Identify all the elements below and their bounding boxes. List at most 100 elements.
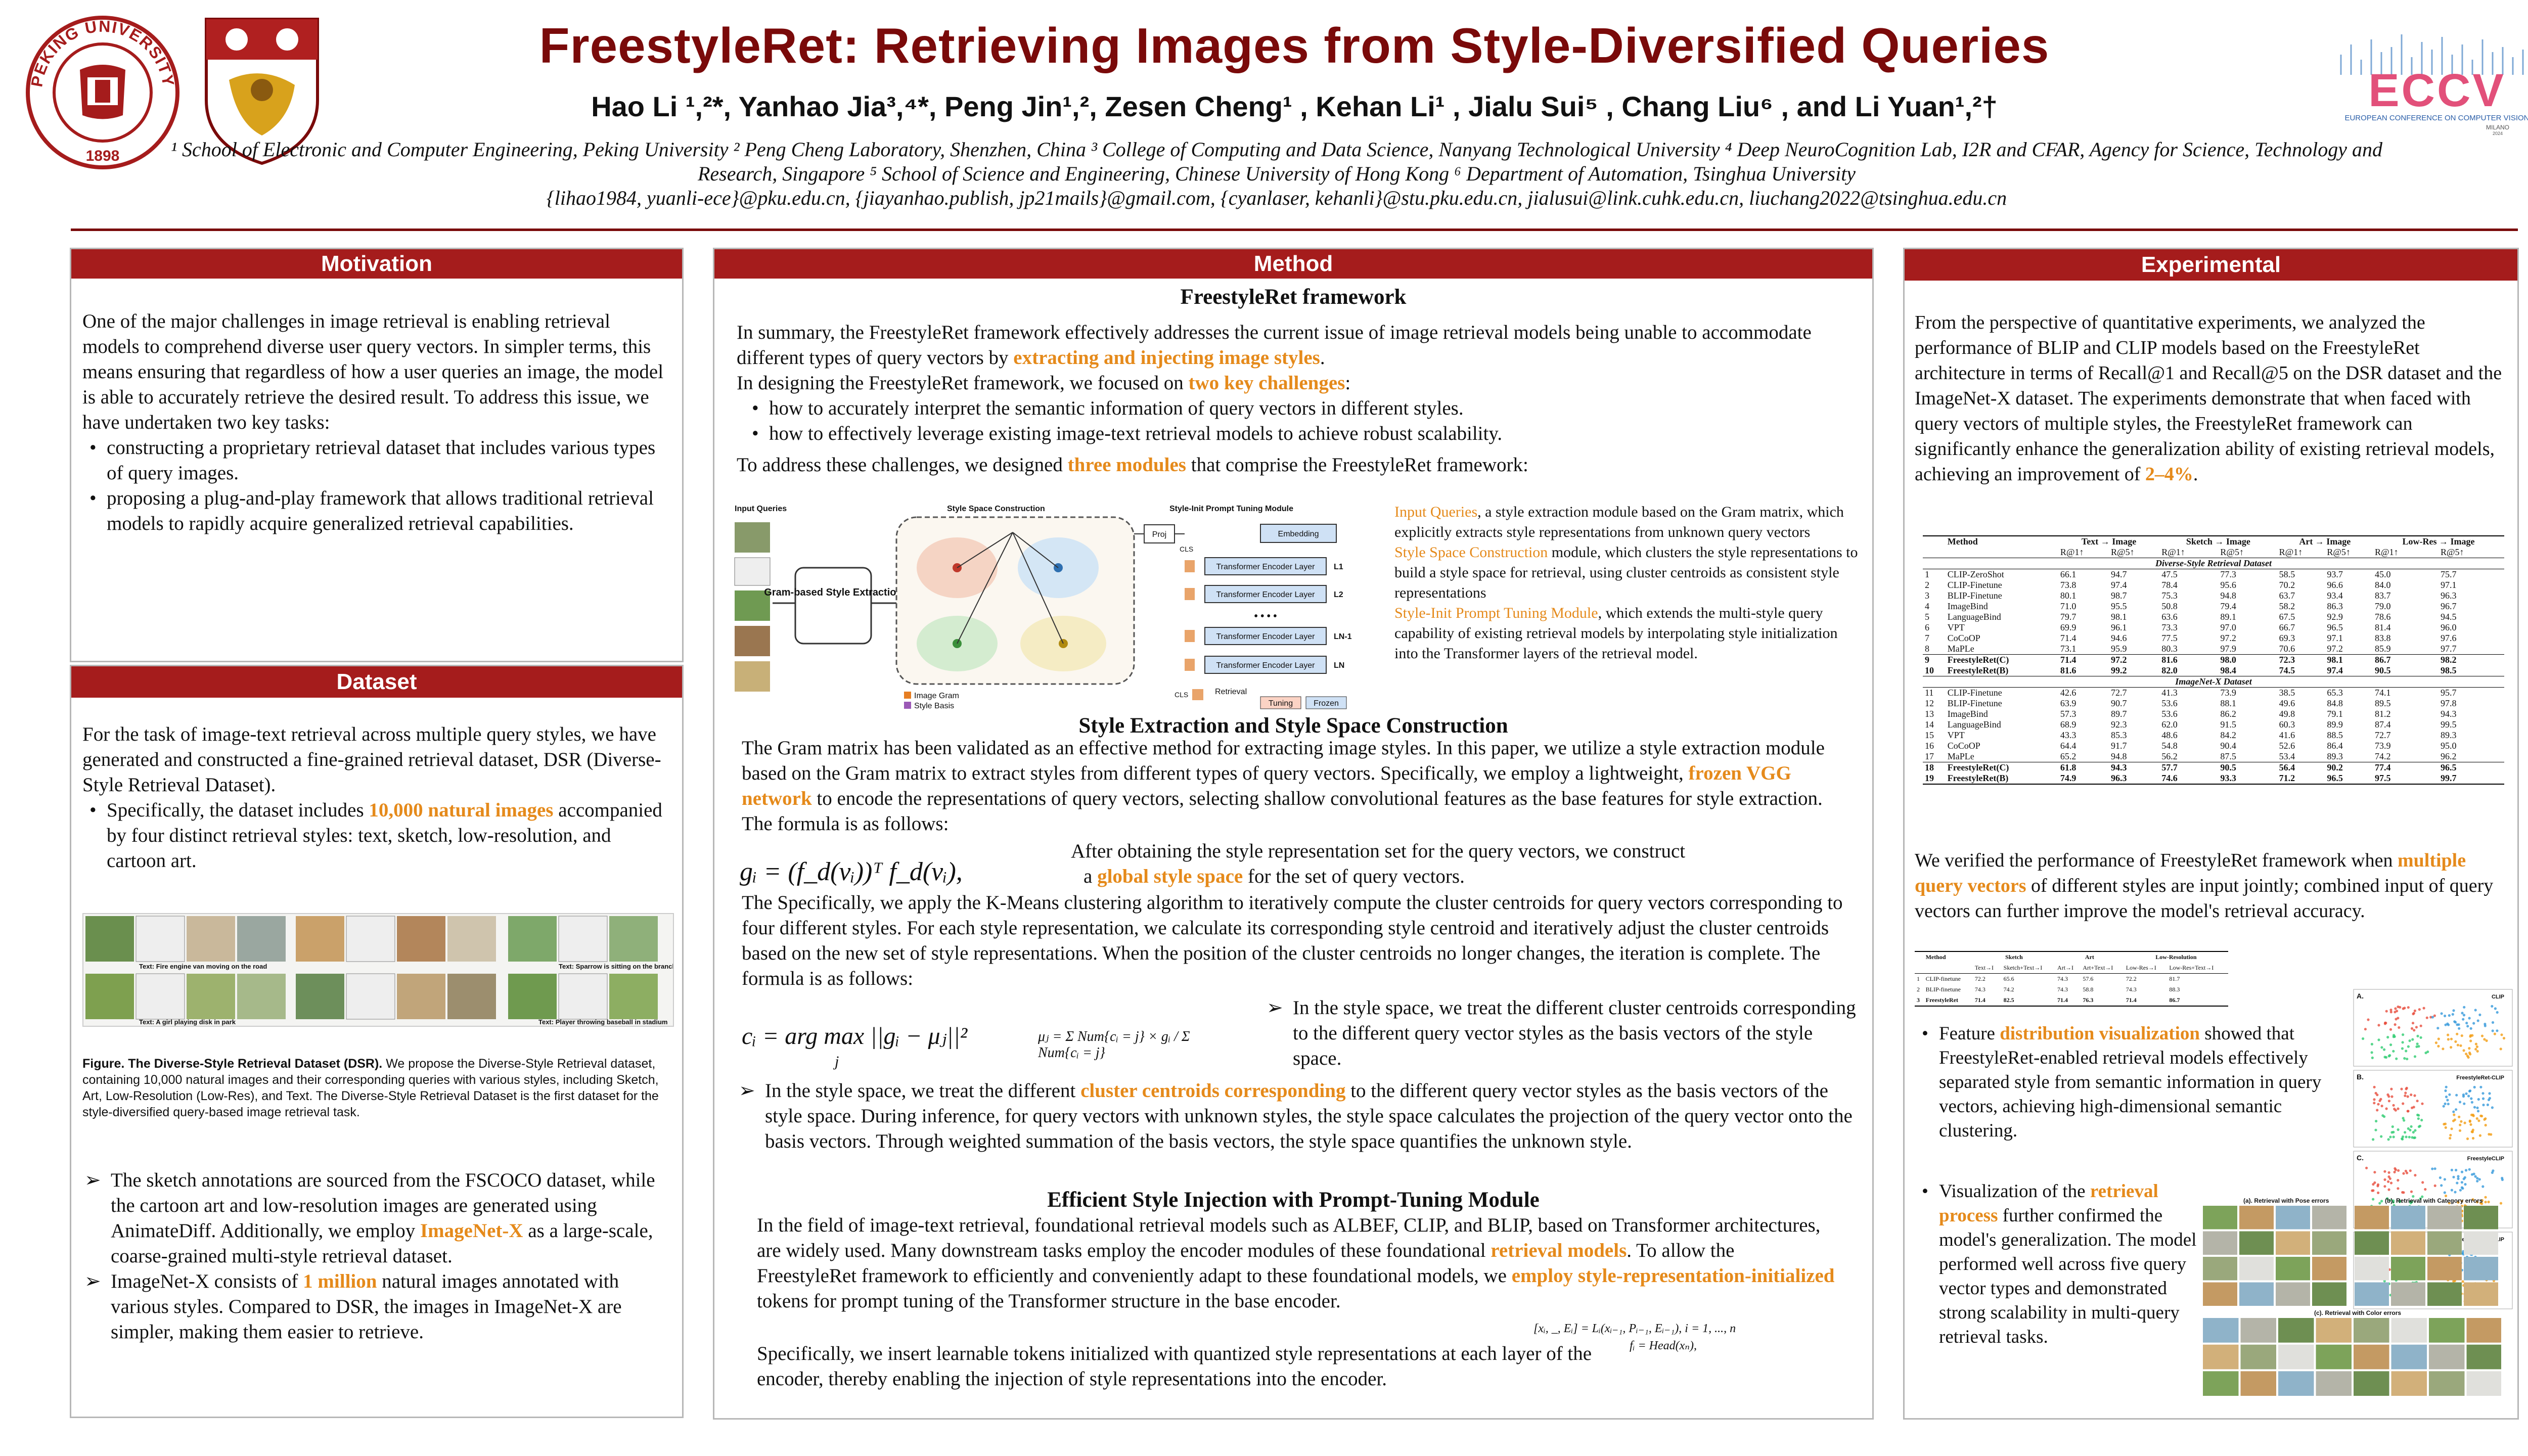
dataset-heading: Dataset (71, 666, 682, 698)
dataset-bullet: Specifically, the dataset includes 10,00… (89, 798, 674, 874)
tsne-point (2460, 1181, 2463, 1184)
tsne-point (2407, 1110, 2410, 1113)
table-cell: 57.7 (2161, 762, 2178, 772)
experimental-intro: From the perspective of quantitative exp… (1915, 310, 2511, 487)
t2-subcol: Sketch+Text→I (2003, 964, 2043, 971)
table-cell: 84.0 (2375, 580, 2391, 590)
tsne-point (2444, 1023, 2447, 1026)
tsne-point (2478, 1134, 2481, 1137)
tsne-point (2416, 1100, 2419, 1103)
table-cell: 74.9 (2060, 773, 2076, 783)
tsne-point (2395, 1018, 2398, 1021)
table-cell: 52.6 (2279, 741, 2295, 751)
table-cell: ImageBind (1947, 601, 1988, 611)
module-2-name: Style Space Construction (1394, 544, 1548, 561)
ret-title-b: (b). Retrieval with Category errors (2385, 1197, 2483, 1204)
fig-cls-bottom: CLS (1175, 691, 1188, 699)
tsne-point (2405, 1050, 2408, 1053)
tsne-point (2372, 1138, 2375, 1141)
t1-metric: R@1↑ (2375, 547, 2399, 557)
table-cell: 98.1 (2111, 612, 2127, 622)
inference-item: In the style space, we treat the differe… (739, 1078, 1854, 1154)
table-cell: 45.0 (2375, 569, 2391, 579)
tsne-point (2421, 1195, 2424, 1198)
tsne-point (2484, 1124, 2487, 1127)
retrieval-thumbnail (2203, 1318, 2239, 1343)
table-cell: 77.3 (2220, 569, 2236, 579)
tsne-point (2470, 1130, 2473, 1133)
tsne-panel-label: B. (2357, 1073, 2364, 1081)
table-cell: 90.5 (2220, 762, 2236, 772)
retrieval-thumbnail (2355, 1231, 2389, 1255)
multi-query-text: We verified the performance of Freestyle… (1915, 848, 2511, 924)
t1-group-header: Text → Image (2081, 536, 2137, 547)
tsne-point (2408, 1039, 2411, 1042)
table-cell: FreestyleRet(C) (1947, 655, 2009, 665)
tsne-point (2420, 1119, 2423, 1122)
table-cell: 74.2 (2375, 751, 2391, 761)
tsne-point (2401, 1191, 2404, 1194)
tsne-point (2387, 1175, 2390, 1178)
tsne-point (2378, 1202, 2381, 1205)
tsne-point (2415, 1026, 2418, 1029)
framework-figure: Input Queries Style Space Construction S… (730, 502, 1387, 712)
table-cell: 69.3 (2279, 633, 2295, 643)
tsne-point (2443, 1191, 2446, 1194)
fig-label-sipt: Style-Init Prompt Tuning Module (1169, 505, 1293, 513)
tsne-point (2402, 1102, 2405, 1105)
tsne-point (2429, 1016, 2432, 1019)
table-cell: BLIP-finetune (1925, 986, 1961, 993)
tsne-point (2406, 1171, 2409, 1174)
module-3-desc: Style-Init Prompt Tuning Module, which e… (1394, 603, 1860, 664)
tsne-point (2455, 1108, 2458, 1111)
tsne-point (2466, 1137, 2469, 1141)
exp-b1-highlight: distribution visualization (2000, 1023, 2200, 1044)
tsne-point (2472, 1172, 2475, 1175)
tsne-point (2377, 1024, 2380, 1027)
fig-label-ssc: Style Space Construction (947, 505, 1045, 513)
p5b-highlight: global style space (1097, 866, 1243, 887)
table-cell: 78.6 (2375, 612, 2391, 622)
tsne-point (2394, 1168, 2397, 1171)
table-cell: 92.9 (2327, 612, 2343, 622)
table-cell: 97.0 (2220, 622, 2236, 632)
tsne-point (2413, 1029, 2416, 1032)
tsne-point (2389, 1028, 2392, 1031)
retrieval-thumbnail (2391, 1318, 2427, 1343)
tsne-point (2433, 1184, 2436, 1187)
table-cell: 41.6 (2279, 730, 2295, 740)
tsne-point (2424, 1188, 2427, 1191)
table-cell: 3 (1925, 590, 1929, 601)
table-cell: BLIP-Finetune (1947, 698, 2002, 708)
prompt-tuning-text: In the field of image-text retrieval, fo… (757, 1213, 1839, 1314)
challenge-1: how to accurately interpret the semantic… (752, 396, 1859, 421)
table-cell: CLIP-ZeroShot (1947, 569, 2004, 579)
tsne-point (2488, 1097, 2491, 1100)
tsne-point (2491, 1029, 2494, 1032)
retrieval-thumbnail (2316, 1344, 2352, 1370)
retrieval-thumbnail (2312, 1282, 2346, 1306)
table-cell: 96.3 (2111, 773, 2127, 783)
tsne-point (2416, 1034, 2419, 1037)
tsne-point (2421, 1181, 2424, 1184)
tsne-point (2417, 1117, 2420, 1120)
table-cell: 79.0 (2375, 601, 2391, 611)
tsne-point (2462, 1014, 2466, 1017)
tsne-point (2389, 1135, 2392, 1139)
retrieval-thumbnail (2429, 1371, 2465, 1396)
tsne-point (2419, 1024, 2422, 1027)
tsne-point (2459, 1123, 2462, 1126)
tsne-point (2476, 1019, 2479, 1022)
tsne-panel-title: CLIP (2492, 994, 2504, 1000)
retrieval-thumbnail (2278, 1371, 2314, 1396)
retrieval-thumbnail (2391, 1231, 2425, 1255)
experimental-panel: Experimental From the perspective of qua… (1903, 248, 2519, 1420)
motivation-bullet-2: proposing a plug-and-play framework that… (89, 486, 669, 536)
table-cell: 74.3 (2057, 986, 2068, 993)
tsne-point (2455, 1094, 2458, 1097)
